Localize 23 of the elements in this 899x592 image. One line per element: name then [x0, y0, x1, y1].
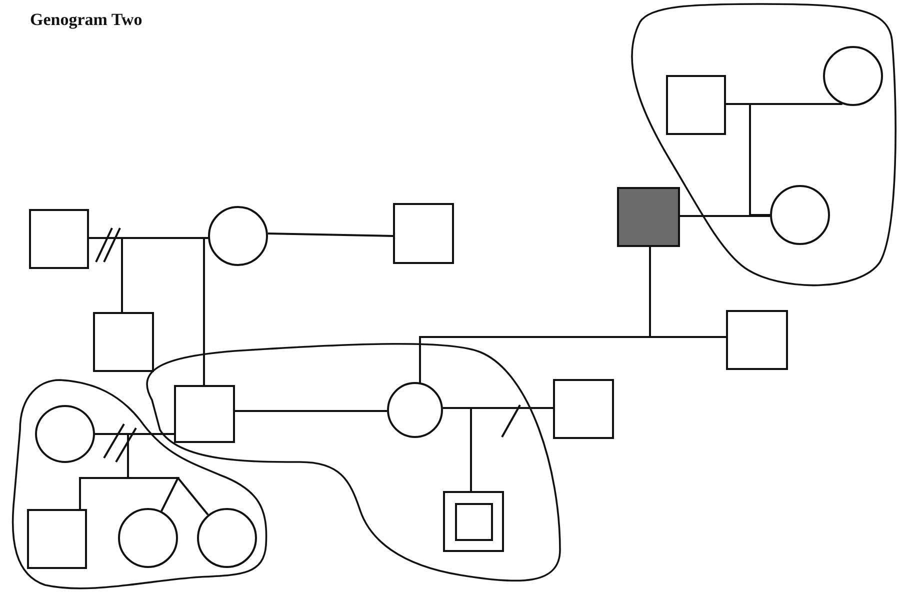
male-square — [393, 203, 454, 264]
male-square — [726, 310, 788, 370]
double-square — [443, 491, 504, 552]
male-square — [553, 379, 614, 439]
female-circle — [823, 46, 883, 106]
female-circle — [387, 382, 443, 438]
male-square — [666, 75, 726, 135]
female-circle — [35, 405, 95, 463]
male-square — [29, 209, 89, 269]
relationship-line — [470, 407, 553, 491]
female-circle — [770, 185, 830, 245]
male-square — [174, 385, 235, 443]
male-square — [93, 312, 154, 372]
diagram-title: Genogram Two — [30, 10, 142, 30]
female-circle — [118, 508, 178, 568]
relationship-line — [268, 232, 394, 237]
female-circle — [197, 508, 257, 568]
relationship-line — [749, 103, 842, 216]
relationship-line — [235, 410, 387, 412]
male-square — [27, 509, 87, 569]
shaded-male-square — [617, 187, 680, 247]
relationship-line — [680, 215, 770, 217]
female-circle — [208, 206, 268, 266]
